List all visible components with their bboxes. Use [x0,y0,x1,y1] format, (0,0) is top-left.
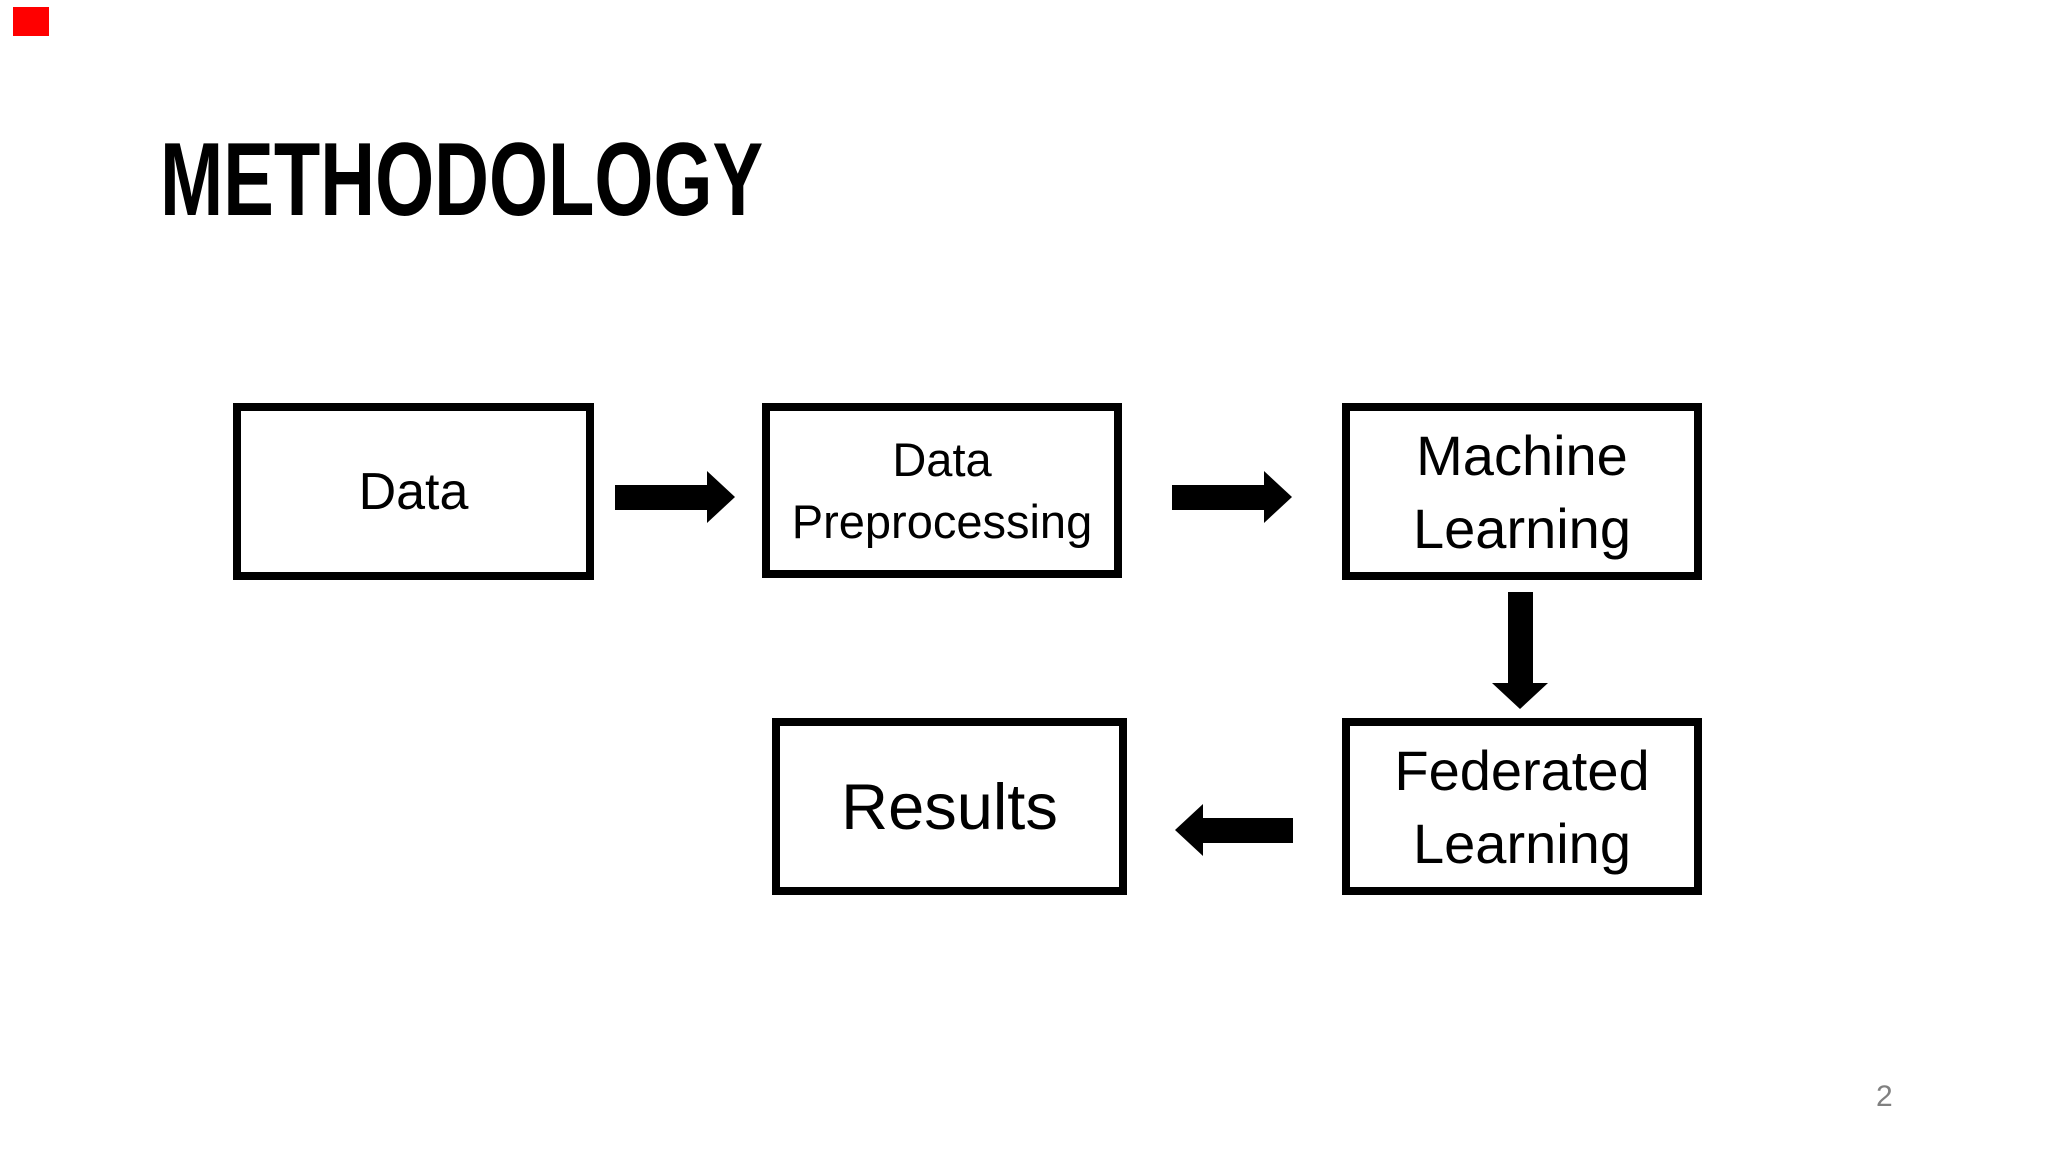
arrow-right-icon [1264,471,1292,523]
slide-title: METHODOLOGY [160,122,764,238]
arrow-down-icon [1492,683,1548,709]
node-label-line: Preprocessing [791,494,1093,548]
flow-node-results: Results [772,718,1127,895]
flow-node-data: Data [233,403,594,580]
arrow-right-icon [707,471,735,523]
arrow-left-shaft [1203,818,1293,843]
flow-node-data-preprocessing: Data Preprocessing [762,403,1122,578]
node-label-line: Learning [1413,811,1631,875]
arrow-left-icon [1175,804,1203,856]
node-label: Results [841,769,1058,843]
node-label-line: Federated [1394,738,1650,802]
flow-node-federated-learning: Federated Learning [1342,718,1702,895]
node-label: Data [358,462,469,521]
flow-node-machine-learning: Machine Learning [1342,403,1702,580]
page-number: 2 [1876,1080,1893,1113]
arrow-right-shaft [615,485,707,510]
node-label-line: Machine [1416,423,1628,487]
arrow-down-shaft [1508,592,1533,683]
node-label-line: Data [892,432,992,486]
node-label-line: Learning [1413,496,1631,560]
red-corner-marker [13,7,49,36]
arrow-right-shaft [1172,485,1264,510]
